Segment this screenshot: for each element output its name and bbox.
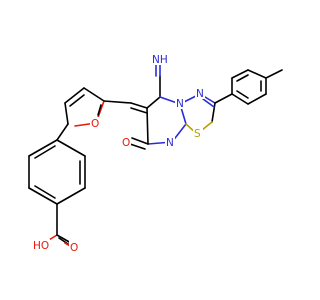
furan-ring — [56, 87, 105, 141]
methylidene-bridge — [103, 100, 148, 114]
benzoic-acid-ring — [28, 139, 86, 205]
label-ring-n-bottom: N — [166, 137, 174, 149]
molecule-structure-canvas: NH N N N S O O HO O — [28, 53, 283, 254]
label-acid-carbonyl-oxygen: O — [70, 242, 78, 254]
tolyl-ring — [214, 69, 283, 105]
label-imine: NH — [152, 54, 168, 66]
label-ring-n-mid: N — [196, 88, 204, 100]
label-ring-n-top: N — [176, 98, 184, 110]
label-furan-oxygen: O — [91, 118, 99, 130]
atom-labels: NH N N N S O O HO O — [32, 53, 205, 254]
imine-group — [155, 62, 161, 77]
label-keto-oxygen: O — [122, 137, 130, 149]
label-acid-hydroxyl: HO — [33, 240, 49, 252]
label-sulfur: S — [194, 128, 201, 140]
pyrimidine-ring — [129, 75, 187, 150]
